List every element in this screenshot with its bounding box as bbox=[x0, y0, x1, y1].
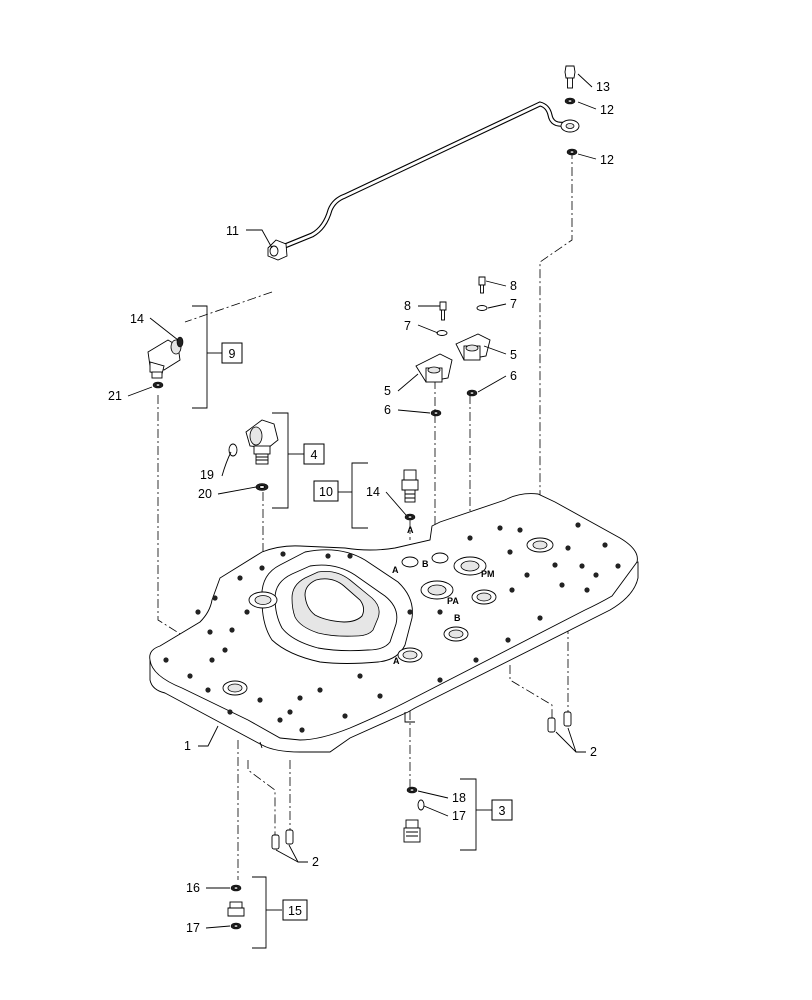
callout-19: 19 bbox=[200, 468, 214, 482]
callout-box-9: 9 bbox=[221, 342, 243, 364]
washer-7-right bbox=[476, 305, 488, 311]
sensor-right bbox=[455, 276, 491, 397]
callout-box-4: 4 bbox=[303, 443, 325, 465]
elbow-fitting-4 bbox=[228, 419, 279, 491]
bolt-8-right bbox=[478, 276, 486, 286]
callout-6-left: 6 bbox=[384, 403, 391, 417]
callout-21: 21 bbox=[108, 389, 122, 403]
callout-6-right: 6 bbox=[510, 369, 517, 383]
callout-box-9-label: 9 bbox=[229, 347, 236, 361]
sensor-left bbox=[415, 301, 453, 417]
callout-14-upper: 14 bbox=[130, 312, 144, 326]
washer-7-left bbox=[436, 330, 448, 336]
adapter-fitting-10 bbox=[401, 469, 419, 521]
callout-box-10-label: 10 bbox=[319, 485, 333, 499]
bolt-8-left bbox=[439, 301, 447, 311]
port-markings: A B PA PM B A A bbox=[392, 525, 495, 666]
callout-8-left: 8 bbox=[404, 299, 411, 313]
callout-2-left: 2 bbox=[312, 855, 319, 869]
tube-assembly bbox=[267, 65, 580, 261]
callout-box-3: 3 bbox=[491, 799, 513, 821]
callout-box-15: 15 bbox=[282, 899, 308, 921]
dowel-pins bbox=[271, 711, 572, 850]
callout-14-lower: 14 bbox=[366, 485, 380, 499]
callout-7-right: 7 bbox=[510, 297, 517, 311]
callout-box-10: 10 bbox=[313, 480, 339, 502]
callout-18: 18 bbox=[452, 791, 466, 805]
callout-box-15-label: 15 bbox=[288, 904, 302, 918]
group-brackets bbox=[192, 305, 492, 949]
callout-17-lower: 17 bbox=[186, 921, 200, 935]
o-ring-14-upper bbox=[176, 336, 184, 348]
boxed-callouts: 9 4 10 3 15 bbox=[221, 342, 513, 921]
callout-box-4-label: 4 bbox=[311, 448, 318, 462]
port-mark-b1: B bbox=[422, 559, 429, 569]
plate-ports bbox=[222, 537, 554, 696]
valve-plate: A B PA PM B A A bbox=[149, 493, 639, 753]
leader-lines bbox=[127, 73, 597, 929]
callout-17-upper: 17 bbox=[452, 809, 466, 823]
callout-20: 20 bbox=[198, 487, 212, 501]
port-mark-b2: B bbox=[454, 613, 461, 623]
elbow-fitting-9 bbox=[147, 336, 184, 389]
plug-assembly-3 bbox=[403, 786, 425, 843]
callout-8-right: 8 bbox=[510, 279, 517, 293]
callout-7-left: 7 bbox=[404, 319, 411, 333]
fitting-assembly-15 bbox=[227, 884, 245, 930]
plate-bolt-holes bbox=[163, 522, 621, 733]
callout-13: 13 bbox=[596, 80, 610, 94]
callout-1: 1 bbox=[184, 739, 191, 753]
port-mark-a1: A bbox=[392, 565, 399, 575]
callout-box-3-label: 3 bbox=[499, 804, 506, 818]
callout-11: 11 bbox=[226, 224, 239, 238]
port-mark-a3: A bbox=[407, 525, 414, 535]
port-mark-pm: PM bbox=[481, 569, 495, 579]
banjo-bolt bbox=[564, 65, 576, 79]
callout-numbers: 13 12 12 11 14 21 19 20 14 8 7 5 6 8 7 5… bbox=[108, 80, 614, 935]
callout-5-left: 5 bbox=[384, 384, 391, 398]
callout-12-lower: 12 bbox=[600, 153, 614, 167]
o-ring-17-upper bbox=[417, 799, 425, 811]
callout-12-upper: 12 bbox=[600, 103, 614, 117]
port-mark-a2: A bbox=[393, 656, 400, 666]
port-mark-pa: PA bbox=[447, 596, 459, 606]
callout-2-right: 2 bbox=[590, 745, 597, 759]
callout-5-right: 5 bbox=[510, 348, 517, 362]
callout-16: 16 bbox=[186, 881, 200, 895]
